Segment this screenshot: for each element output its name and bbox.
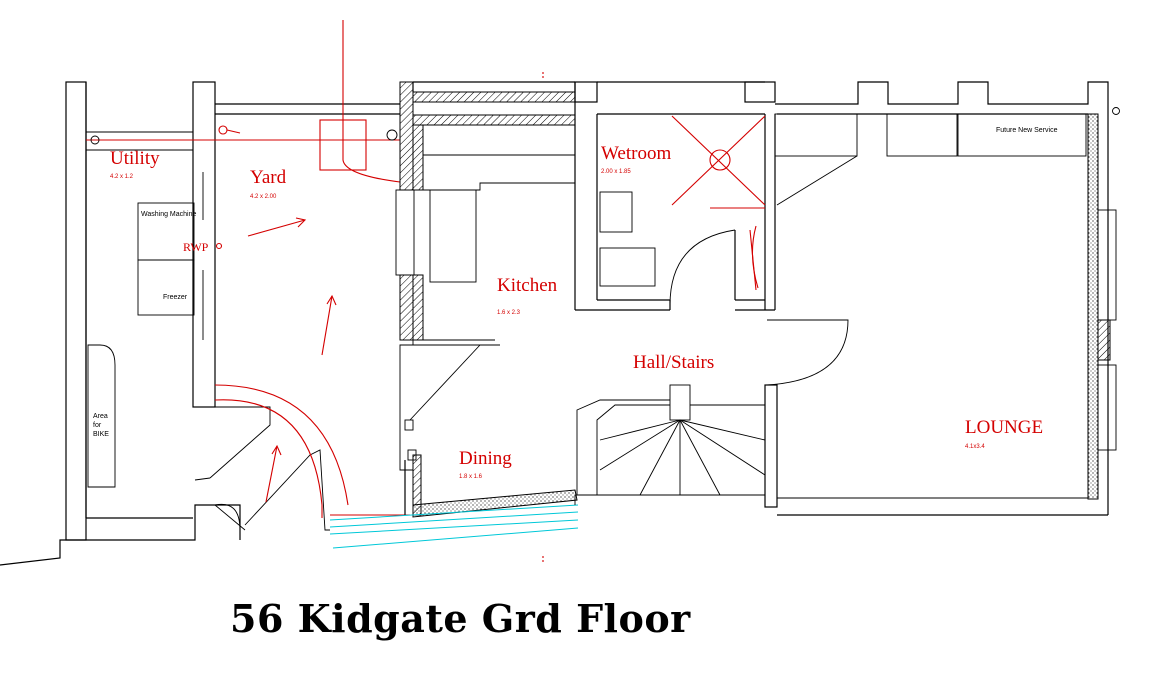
direction-arrows [247,217,337,503]
room-label-hall: Hall/Stairs [633,352,714,373]
freezer-label: Freezer [163,294,188,301]
lounge-walls: Future New Service [774,81,1120,516]
room-label-yard: Yard [250,167,287,188]
bike-label-1: Area [93,413,108,420]
kitchen-fittings [395,154,575,471]
rwp-marker: RWP [183,240,223,254]
kitchen-hatched-walls [399,81,576,341]
room-label-wetroom: Wetroom [601,143,671,164]
bike-area: Area for BIKE [93,413,109,438]
hall-stairs [576,319,849,508]
room-label-utility: Utility [110,148,160,169]
room-label-lounge: LOUNGE [965,417,1043,438]
utility-walls [65,81,216,541]
room-label-kitchen: Kitchen [497,275,558,296]
room-dims-utility: 4.2 x 1.2 [110,174,134,180]
room-dims-yard: 4.2 x 2.00 [250,194,277,200]
future-service-label: Future New Service [996,127,1058,134]
wetroom [574,81,776,311]
room-dims-dining: 1.8 x 1.6 [459,474,483,480]
washing-machine-label: Washing Machine [141,211,196,218]
drain-route [86,20,410,518]
yard-walls [209,103,400,531]
ground-line [0,504,241,566]
room-dims-wetroom: 2.00 x 1.85 [601,169,631,175]
room-label-dining: Dining [459,448,512,469]
plan-title: 56 Kidgate Grd Floor [230,596,691,641]
rwp-label: RWP [183,240,209,254]
room-dims-kitchen: 1.6 x 2.3 [497,310,521,316]
freezer: Freezer [137,259,195,316]
bike-label-2: for [93,422,102,429]
room-dims-lounge: 4.1x3.4 [965,444,985,450]
dining-walls [404,419,422,516]
bike-label-3: BIKE [93,431,109,438]
front-threshold [329,489,579,549]
room-labels: Utility 4.2 x 1.2 Yard 4.2 x 2.00 Kitche… [110,143,1043,480]
